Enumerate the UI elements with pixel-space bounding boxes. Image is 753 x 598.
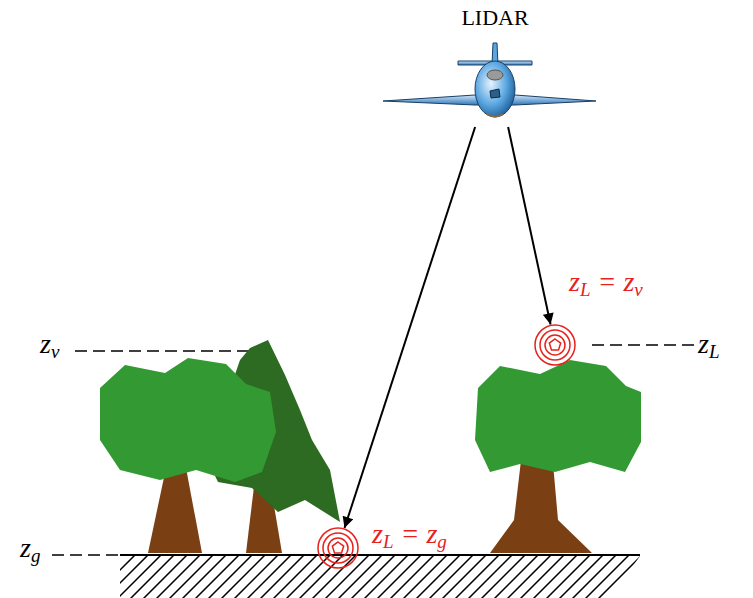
lidar-return-point: zL = zg bbox=[316, 526, 360, 570]
target-symbol bbox=[318, 528, 358, 568]
sensor-title: LIDAR bbox=[461, 5, 528, 30]
lidar-return-point: zL = zv bbox=[533, 323, 577, 367]
lidar-height-line bbox=[592, 344, 694, 346]
ground-line bbox=[120, 554, 640, 556]
height-label: zv bbox=[40, 328, 59, 363]
ground-height-line bbox=[52, 554, 120, 556]
target-shape bbox=[316, 526, 360, 570]
return-equation: zL = zv bbox=[569, 266, 643, 301]
laser-beam-arrow bbox=[345, 127, 476, 528]
height-label: zg bbox=[20, 532, 40, 567]
tree-trunk bbox=[148, 468, 202, 553]
return-equation: zL = zg bbox=[372, 518, 447, 553]
tree-canopy bbox=[475, 360, 641, 472]
laser-beam-arrow bbox=[508, 127, 550, 324]
target-shape bbox=[533, 323, 577, 367]
height-label: zL bbox=[698, 328, 720, 363]
ground-hatching bbox=[90, 555, 642, 598]
tree-canopy bbox=[100, 358, 276, 482]
canopy-height-line bbox=[75, 350, 250, 352]
lidar-aircraft: LIDAR bbox=[380, 5, 610, 127]
airplane-icon bbox=[383, 43, 596, 117]
target-symbol bbox=[535, 325, 575, 365]
